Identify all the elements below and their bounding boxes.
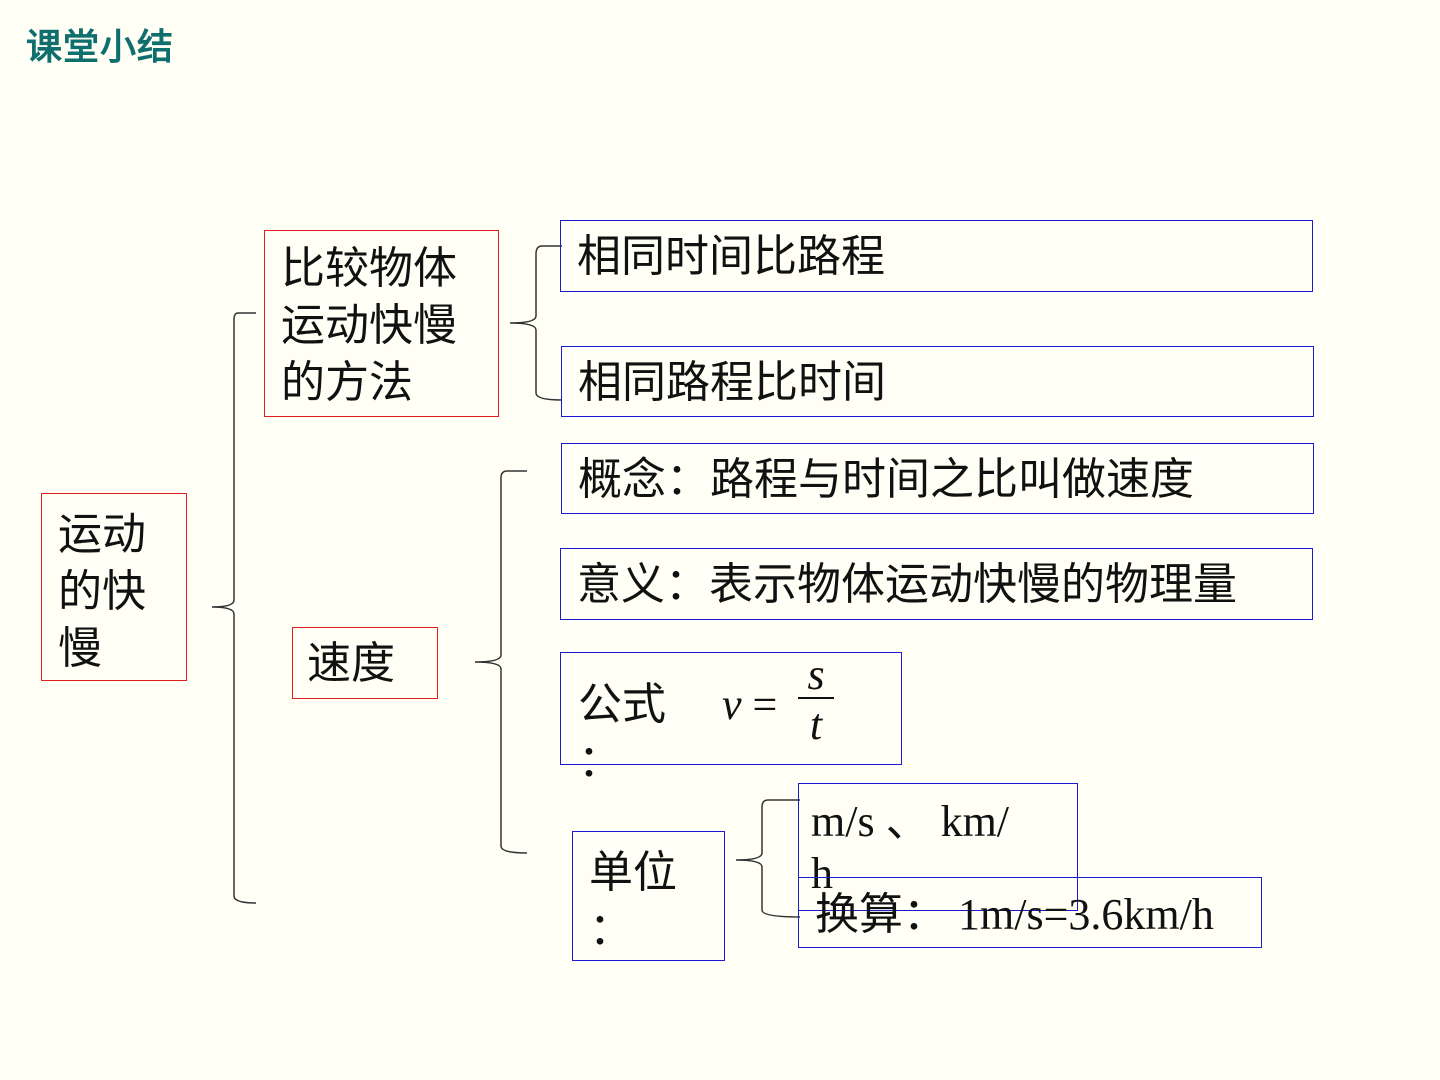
formula-denominator: t xyxy=(809,700,823,749)
formula-lhs: v = xyxy=(722,676,777,733)
speed-concept-text: 概念：路程与时间之比叫做速度 xyxy=(578,454,1194,505)
formula-box xyxy=(560,652,902,765)
methods-label: 比较物体 运动快慢 的方法 xyxy=(281,243,457,408)
formula-equals: = xyxy=(752,680,778,729)
methods-box: 比较物体 运动快慢 的方法 xyxy=(264,230,499,417)
speed-meaning-box: 意义：表示物体运动快慢的物理量 xyxy=(560,548,1313,620)
method-item-time-text: 相同时间比路程 xyxy=(577,231,885,282)
slide-heading: 课堂小结 xyxy=(26,27,175,68)
speed-meaning-text: 意义：表示物体运动快慢的物理量 xyxy=(577,559,1237,610)
root-label: 运动 的快 慢 xyxy=(58,509,146,674)
conversion-box: 换算： 1m/s=3.6km/h xyxy=(798,877,1262,948)
method-item-time: 相同时间比路程 xyxy=(560,220,1313,292)
formula-label: 公式 ： xyxy=(578,679,666,787)
method-item-distance: 相同路程比时间 xyxy=(561,346,1314,417)
formula-numerator: s xyxy=(807,650,825,699)
speed-concept-box: 概念：路程与时间之比叫做速度 xyxy=(561,443,1314,514)
units-text: m/s 、 km/ h xyxy=(811,797,1010,898)
speed-box: 速度 xyxy=(292,627,438,699)
speed-label: 速度 xyxy=(307,638,395,689)
method-item-distance-text: 相同路程比时间 xyxy=(578,357,886,408)
root-box: 运动 的快 慢 xyxy=(41,493,187,681)
formula-fraction: s t xyxy=(798,650,834,749)
unit-box: 单位 ： xyxy=(572,831,725,961)
unit-label: 单位 ： xyxy=(589,847,677,955)
formula-variable-v: v xyxy=(722,680,742,729)
conversion-text: 换算： 1m/s=3.6km/h xyxy=(815,890,1214,939)
formula-fraction-bar xyxy=(798,697,834,699)
units-box: m/s 、 km/ h xyxy=(798,783,1078,911)
